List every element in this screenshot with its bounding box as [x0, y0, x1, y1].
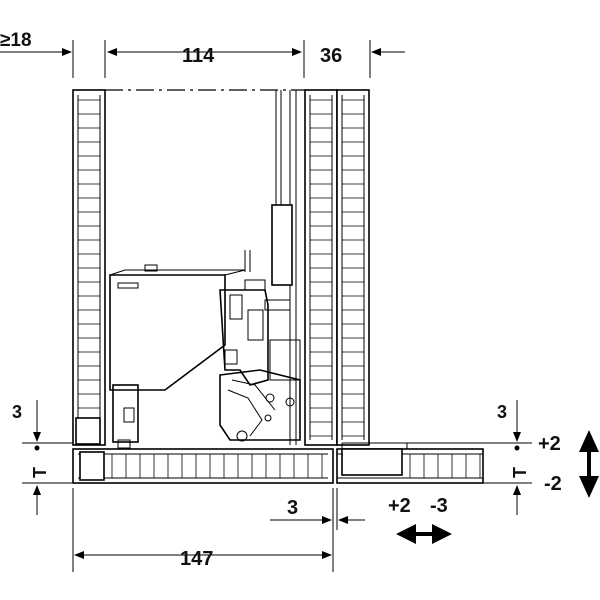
- left-panel-plug: [75, 417, 101, 445]
- bottom-dimension-lines: [72, 488, 365, 572]
- horizontal-adjust-arrow-icon: [396, 524, 452, 544]
- left-side-panel: [72, 89, 106, 446]
- t-left-label: T: [30, 467, 50, 478]
- right-vertical-dimensions: [407, 400, 532, 515]
- plus-two-vertical-label: +2: [538, 433, 561, 455]
- plus-two-horizontal-label: +2: [388, 495, 411, 517]
- top-dimension-lines: [0, 40, 405, 78]
- center-panels: [304, 89, 370, 446]
- gap-bottom-label: 3: [287, 497, 298, 519]
- offset-top-left-label: 3: [12, 402, 22, 422]
- t-right-label: T: [510, 467, 530, 478]
- min-thickness-label: ≥18: [0, 30, 32, 51]
- overall-width-label: 147: [180, 548, 213, 570]
- left-vertical-dimensions: [22, 400, 73, 515]
- minus-three-horizontal-label: -3: [430, 495, 448, 517]
- offset-top-right-label: 3: [497, 402, 507, 422]
- bottom-panel: [72, 442, 484, 484]
- width-inner-label: 114: [182, 45, 215, 67]
- vertical-adjust-arrow-icon: [579, 430, 599, 498]
- hinge-mechanism: [109, 250, 301, 449]
- minus-two-vertical-label: -2: [544, 473, 562, 495]
- width-right-label: 36: [320, 45, 342, 67]
- vertical-rail: [271, 90, 297, 445]
